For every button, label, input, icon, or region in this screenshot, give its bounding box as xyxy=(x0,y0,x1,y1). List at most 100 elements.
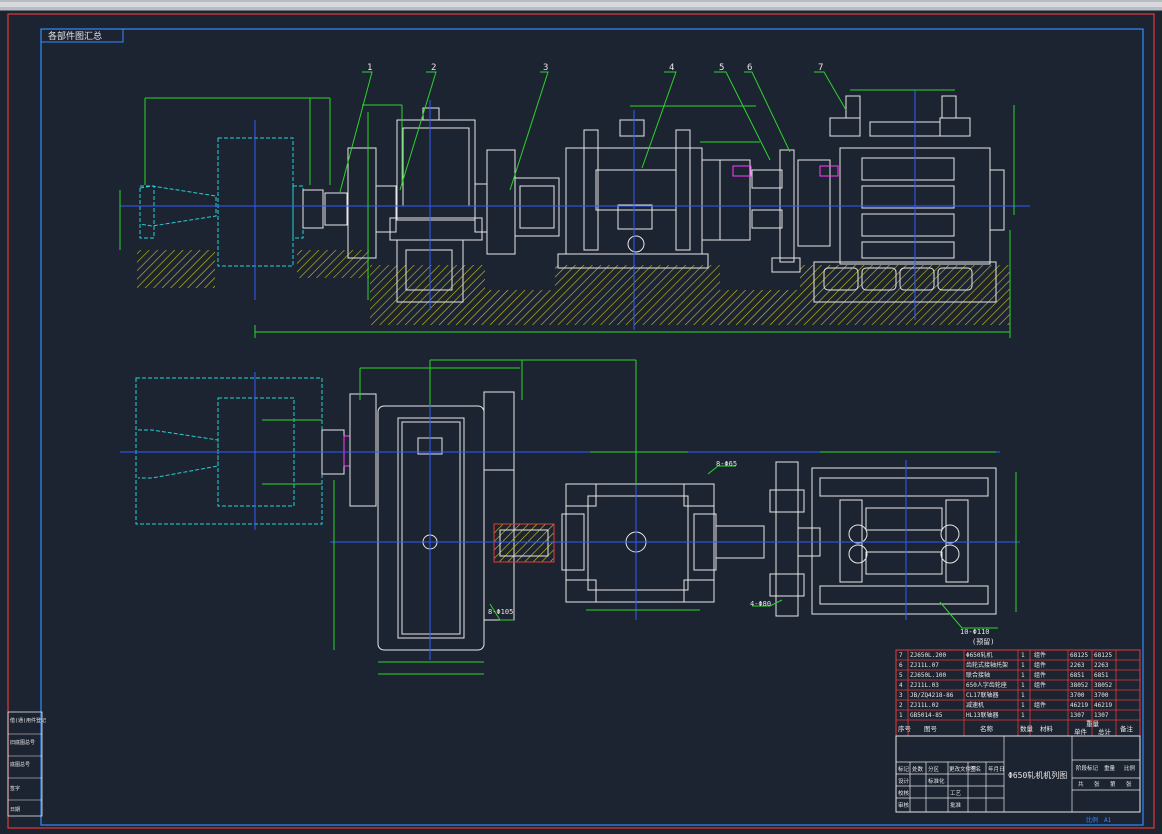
parts-cell-unit: 1307 xyxy=(1070,712,1085,719)
parts-cell-qty: 1 xyxy=(1021,662,1025,669)
parts-table-grid xyxy=(896,650,1140,736)
tb-scale: 比例 xyxy=(1124,764,1136,772)
stamp-label-borrow: 借(通)用件登记 xyxy=(10,717,46,724)
spindle-plan xyxy=(715,461,821,617)
header-no: 序号 xyxy=(898,724,912,733)
coupling-1-elevation xyxy=(302,147,397,259)
parts-cell-mat: 组件 xyxy=(1034,651,1046,659)
note-bolt-holes-1: 8-Φ65 xyxy=(716,460,737,468)
parts-cell-unit: 68125 xyxy=(1070,652,1088,659)
elevation-dimensions xyxy=(119,71,1015,338)
parts-cell-name: 联合接轴 xyxy=(966,671,990,679)
parts-cell-code: ZJ11L.02 xyxy=(910,702,939,709)
parts-cell-code: JB/ZQ4218-86 xyxy=(910,692,954,699)
parts-cell-no: 7 xyxy=(899,652,903,659)
pinion-stand-elevation xyxy=(557,119,721,269)
pinion-stand-plan xyxy=(561,483,717,603)
parts-cell-qty: 1 xyxy=(1021,692,1025,699)
callout-labels: 1 2 3 4 5 6 7 xyxy=(367,63,823,73)
callout-7: 7 xyxy=(818,63,823,73)
parts-cell-no: 6 xyxy=(899,662,903,669)
tb-label-zone: 分区 xyxy=(928,765,940,773)
motor-plan xyxy=(135,377,323,525)
parts-cell-no: 5 xyxy=(899,672,903,679)
parts-cell-no: 1 xyxy=(899,712,903,719)
callout-6: 6 xyxy=(747,63,752,73)
tb-weight: 重量 xyxy=(1104,764,1116,772)
tb-label-mark: 标记 xyxy=(898,765,910,773)
tb-sheets-unit-2: 张 xyxy=(1126,780,1132,788)
parts-cell-total: 6851 xyxy=(1094,672,1109,679)
header-qty: 数量 xyxy=(1020,724,1034,733)
title-bar-highlight xyxy=(0,2,1162,7)
coupling-1-plan xyxy=(321,393,377,507)
parts-cell-code: ZJ11L.07 xyxy=(910,662,939,669)
parts-cell-code: ZJ650L.200 xyxy=(910,652,947,659)
title-block-labels: 标记 处数 分区 更改文件号 签名 年月日 设计 校核 审核 标准化 工艺 批准… xyxy=(898,764,1136,809)
parts-cell-no: 4 xyxy=(899,682,903,689)
title-block: 标记 处数 分区 更改文件号 签名 年月日 设计 校核 审核 标准化 工艺 批准… xyxy=(895,735,1141,824)
stamp-label-sign: 签字 xyxy=(10,785,20,792)
plan-centerlines xyxy=(120,372,1020,660)
callout-3: 3 xyxy=(543,63,548,73)
title-block-grid xyxy=(896,736,1140,812)
parts-cell-code: GB5014-85 xyxy=(910,712,943,719)
parts-cell-name: HL13联轴器 xyxy=(966,711,998,719)
callout-5: 5 xyxy=(719,63,724,73)
tb-label-sign: 签名 xyxy=(970,765,981,773)
side-stamp: 借(通)用件登记 旧底图总号 底图总号 签字 日期 xyxy=(7,711,46,817)
note-bolt-holes-3: 4-Φ80 xyxy=(750,600,771,608)
callout-2: 2 xyxy=(431,63,436,73)
elevation-view: 1 2 3 4 5 6 7 xyxy=(119,63,1030,338)
tb-sheet-no: 第 xyxy=(1110,780,1116,788)
parts-cell-no: 3 xyxy=(899,692,903,699)
parts-cell-unit: 38052 xyxy=(1070,682,1088,689)
parts-cell-unit: 3700 xyxy=(1070,692,1085,699)
tb-role-process: 工艺 xyxy=(950,790,962,797)
tb-role-check: 校核 xyxy=(898,789,910,797)
side-stamp-frame xyxy=(7,711,43,817)
spindle-elevation xyxy=(719,149,839,273)
tb-role-design: 设计 xyxy=(898,777,910,785)
parts-cell-mat: 组件 xyxy=(1034,671,1046,679)
elevation-centerlines xyxy=(120,90,1030,330)
header-code: 图号 xyxy=(924,725,938,733)
parts-cell-mat: 组件 xyxy=(1034,681,1046,689)
parts-cell-qty: 1 xyxy=(1021,702,1025,709)
cad-drawing-canvas[interactable]: 各部件图汇总 xyxy=(0,10,1162,834)
parts-cell-mat: 组件 xyxy=(1034,701,1046,709)
parts-cell-name: 650人字齿轮座 xyxy=(966,681,1007,689)
tb-total-sheets: 共 xyxy=(1078,780,1084,788)
note-bolt-holes-4: 10-Φ110 xyxy=(960,628,990,636)
outer-border xyxy=(7,13,1155,829)
drawing-title: Φ650轧机机列图 xyxy=(1008,770,1067,780)
coupling-3-elevation xyxy=(486,149,560,255)
header-material: 材料 xyxy=(1040,724,1054,733)
note-bolt-holes-2: 8-Φ105 xyxy=(488,608,513,616)
header-total: 总计 xyxy=(1098,727,1112,736)
coupling-3-plan xyxy=(493,523,555,563)
tb-label-date: 年月日 xyxy=(988,765,1005,773)
foundation-hatch-coupling xyxy=(297,250,369,278)
foundation-hatch-main xyxy=(370,265,1010,325)
parts-cell-code: ZJ11L.03 xyxy=(910,682,939,689)
tb-sheets-unit-1: 张 xyxy=(1094,780,1100,788)
title-tag-box xyxy=(40,28,124,43)
parts-cell-no: 2 xyxy=(899,702,903,709)
callout-4: 4 xyxy=(669,63,674,73)
plan-dimensions xyxy=(262,359,1017,675)
parts-cell-code: ZJ650L.100 xyxy=(910,672,947,679)
side-stamp-labels: 借(通)用件登记 旧底图总号 底图总号 签字 日期 xyxy=(10,717,46,813)
tb-stage: 阶段标记 xyxy=(1076,764,1099,772)
header-unit: 单件 xyxy=(1074,727,1088,736)
note-clearance: (预留) xyxy=(972,637,994,646)
tb-role-review: 审核 xyxy=(898,801,910,809)
parts-cell-name: CL17联轴器 xyxy=(966,691,998,699)
plan-notes: 8-Φ65 8-Φ105 4-Φ80 10-Φ110 (预留) xyxy=(488,460,994,646)
tb-role-standard: 标准化 xyxy=(928,777,945,785)
plan-view: 8-Φ65 8-Φ105 4-Φ80 10-Φ110 (预留) xyxy=(120,359,1020,675)
parts-cell-total: 1307 xyxy=(1094,712,1109,719)
parts-cell-total: 46219 xyxy=(1094,702,1112,709)
parts-cell-unit: 46219 xyxy=(1070,702,1088,709)
